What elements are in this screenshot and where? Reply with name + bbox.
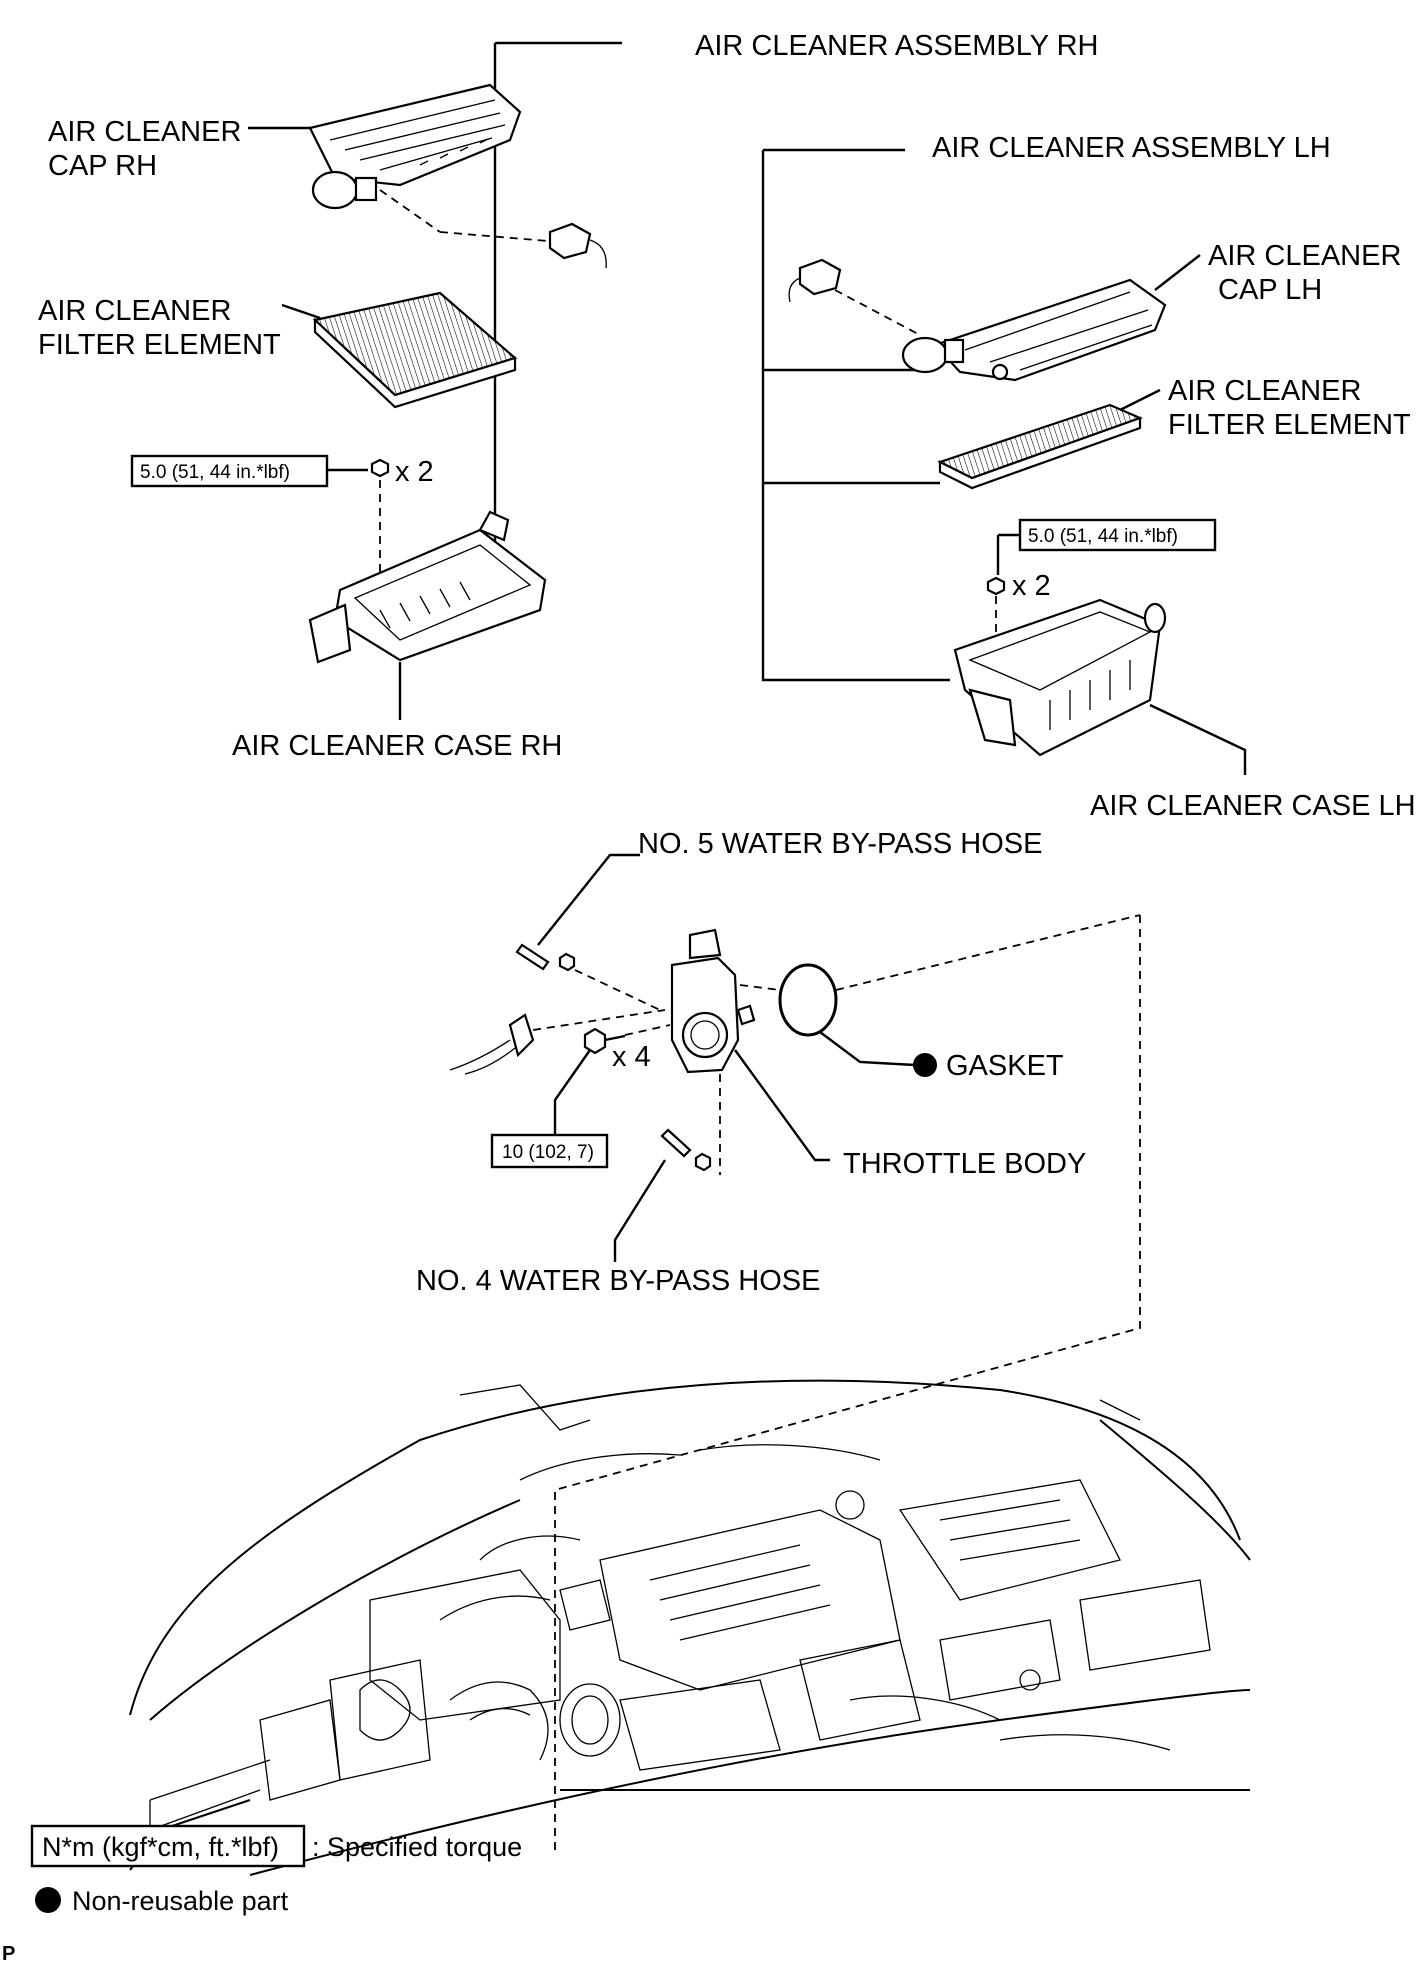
throttle-body-part <box>670 928 756 1074</box>
gasket-leader <box>819 1031 916 1067</box>
cap-lh-label-line1: AIR CLEANER <box>1208 240 1401 272</box>
torque-box-case-lh <box>1018 518 1217 552</box>
gasket-part <box>778 963 838 1037</box>
throttle-leader <box>734 1049 830 1162</box>
air-cleaner-cap-lh-part <box>788 258 1167 382</box>
case-lh-leader <box>1149 703 1247 775</box>
legend-torque-text: : Specified torque <box>312 1832 522 1862</box>
torque-case-rh: 5.0 (51, 44 in.*lbf) <box>140 462 290 483</box>
torque-throttle-bolt: 10 (102, 7) <box>502 1142 594 1163</box>
assembly-rh-label: AIR CLEANER ASSEMBLY RH <box>695 30 1098 62</box>
bolt-qty: x 4 <box>612 1041 651 1073</box>
legend-torque-box-text: N*m (kgf*cm, ft.*lbf) <box>42 1832 279 1862</box>
throttle-bolt-icon <box>583 1027 607 1055</box>
cap-lh-label-line2: CAP LH <box>1218 274 1322 306</box>
nut-qty-case-lh: x 2 <box>1012 570 1051 602</box>
hose5-part <box>515 943 550 971</box>
cap-rh-label-line1: AIR CLEANER <box>48 116 241 148</box>
gasket-label: GASKET <box>946 1050 1064 1082</box>
hose4-part <box>660 1128 692 1158</box>
air-cleaner-filter-rh-part <box>312 291 518 409</box>
air-cleaner-cap-rh-part <box>308 83 607 269</box>
throttle-label: THROTTLE BODY <box>843 1148 1086 1180</box>
nut-case-lh-icon <box>986 576 1006 596</box>
footer-mark: P <box>2 1943 15 1963</box>
hose4-leader <box>613 1159 667 1262</box>
engine-bay-illustration <box>129 1379 1251 1876</box>
nut-case-rh-icon <box>370 458 390 478</box>
bolt-leader <box>553 1049 591 1135</box>
cap-lh-leader <box>1154 254 1201 291</box>
locator-dashed-line <box>554 915 1141 1850</box>
air-cleaner-filter-lh-part <box>937 403 1143 490</box>
hose4-label: NO. 4 WATER BY-PASS HOSE <box>416 1265 821 1297</box>
assembly-lh-bracket <box>761 148 950 682</box>
legend-torque-box <box>30 1824 306 1868</box>
case-lh-label: AIR CLEANER CASE LH <box>1090 790 1416 822</box>
hose5-label: NO. 5 WATER BY-PASS HOSE <box>638 828 1043 860</box>
filter-lh-label-line1: AIR CLEANER <box>1168 375 1361 407</box>
filter-rh-label-line2: FILTER ELEMENT <box>38 329 281 361</box>
case-rh-label: AIR CLEANER CASE RH <box>232 730 562 762</box>
legend-nonreusable-text: Non-reusable part <box>72 1886 289 1916</box>
nonreusable-dot-gasket-icon <box>913 1053 937 1077</box>
filter-rh-label-line1: AIR CLEANER <box>38 295 231 327</box>
torque-case-lh: 5.0 (51, 44 in.*lbf) <box>1028 526 1178 547</box>
lh-assembly-group: AIR CLEANER ASSEMBLY LH AIR CLEANER CAP … <box>761 132 1416 822</box>
filter-lh-leader <box>1119 388 1161 412</box>
filter-lh-label-line2: FILTER ELEMENT <box>1168 409 1411 441</box>
throttle-connector-part <box>508 1013 535 1058</box>
air-cleaner-case-lh-part <box>953 598 1167 757</box>
legend-group: N*m (kgf*cm, ft.*lbf) : Specified torque… <box>2 1824 522 1963</box>
cap-rh-label-line2: CAP RH <box>48 150 157 182</box>
rh-assembly-group: AIR CLEANER ASSEMBLY RH AIR CLEANER CAP … <box>38 30 1098 762</box>
torque-box-throttle-bolt <box>490 1133 609 1169</box>
throttle-section-group: NO. 5 WATER BY-PASS HOSE NO. 4 WATER BY-… <box>416 828 1141 1850</box>
hose4-clamp <box>694 1152 712 1172</box>
hose5-clamp <box>558 952 576 972</box>
filter-rh-leader <box>281 303 321 320</box>
assembly-lh-label: AIR CLEANER ASSEMBLY LH <box>932 132 1331 164</box>
hose5-leader <box>537 853 640 946</box>
air-cleaner-case-rh-part <box>308 510 547 664</box>
nut-qty-case-rh: x 2 <box>395 456 434 488</box>
legend-nonreusable-icon <box>35 1887 61 1913</box>
